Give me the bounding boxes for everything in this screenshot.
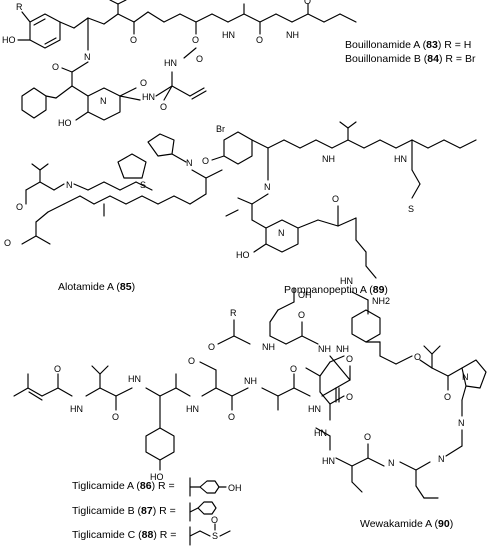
ho-label-pp: HO (236, 250, 250, 260)
o-label-tg1: O (54, 364, 61, 374)
o-label-pp1: O (202, 156, 209, 166)
r-label: R (16, 2, 23, 12)
o-label-ww2: O (444, 392, 451, 402)
pompanopeptin-structure: Br O NH HN S N N HO (202, 121, 477, 315)
o-label-ww4: O (346, 392, 353, 402)
nh-label-tg7: NH (262, 342, 275, 352)
o-label-tg7: O (298, 310, 305, 320)
hn-label-tg3: HN (186, 404, 199, 414)
nh-label-2: HN (142, 92, 155, 102)
r-label-tg: R (230, 308, 237, 318)
hn-label-pp2: HN (340, 276, 353, 286)
bouillonamide-structure: R HO O O O O HN NH (2, 0, 357, 128)
ho-label: HO (2, 35, 16, 45)
o-label-7: O (160, 102, 167, 112)
o-label-tg3: O (188, 356, 195, 366)
s-label-pp: S (408, 204, 414, 214)
o-label-rc: O (211, 515, 218, 525)
n-label-1: N (84, 52, 91, 62)
hn-label-pp: HN (394, 154, 407, 164)
n-label-ww3: N (438, 454, 445, 464)
oh-label-ra: OH (228, 483, 242, 493)
o-label-ww1: O (414, 352, 421, 362)
s-label-al: S (140, 180, 146, 190)
hn-label-2: HN (164, 58, 177, 68)
o-label-2: O (192, 35, 199, 45)
tiglicamide-structure: O HN O HN HO HN O O NH O (13, 287, 353, 482)
alotamide-caption: Alotamide A (85) (58, 281, 135, 293)
o-label-3: O (256, 35, 263, 45)
n-label-ww2: N (458, 418, 465, 428)
o-label-5: O (52, 62, 59, 72)
hn-label-1: HN (222, 30, 235, 40)
nh2-label: NH2 (372, 296, 390, 306)
tiglicamide-a-caption: Tiglicamide A (86) R = (72, 480, 175, 492)
o-label-ww3: O (364, 432, 371, 442)
tiglicamide-c-caption: Tiglicamide C (88) R = (72, 529, 176, 541)
o-label-pp2: O (332, 194, 339, 204)
n-label-al2: N (186, 158, 193, 168)
o-label-al1: O (16, 202, 23, 212)
bouillonamide-b-caption: Bouillonamide B (84) R = Br (345, 53, 476, 65)
nh-label-tg1: HN (70, 404, 83, 414)
n-label-ww1: N (462, 372, 469, 382)
n-label-pp1: N (264, 182, 271, 192)
n-label-2: N (100, 96, 107, 106)
nh-label-1: NH (286, 30, 299, 40)
hn-label-ww: HN (322, 456, 335, 466)
n-label-ww4: N (388, 458, 395, 468)
nh-label-tg4: NH (244, 376, 257, 386)
o-label-tg4: O (228, 412, 235, 422)
nh-label-pp: NH (322, 154, 335, 164)
ho-label-2: HO (58, 118, 72, 128)
o-label-tg6: O (346, 354, 353, 364)
hn-label-tg2: HN (128, 374, 141, 384)
nh-label-tg6: NH (318, 344, 331, 354)
o-label-tg2: O (112, 412, 119, 422)
o-label-al2: O (4, 238, 11, 248)
nh-label-ww3: NH (336, 344, 349, 354)
wewakamide-caption: Wewakamide A (90) (360, 518, 453, 530)
n-label-al1: N (66, 180, 73, 190)
br-label: Br (216, 124, 225, 134)
s-label-rc: S (212, 531, 218, 541)
o-label-1: O (130, 35, 137, 45)
tiglicamide-r-groups: Tiglicamide A (86) R = OH Tiglicamide B … (72, 477, 242, 546)
o-label-8: O (196, 54, 203, 64)
o-label-tg5: O (290, 364, 297, 374)
ho-label-tg: HO (150, 472, 164, 482)
nh-label-tg5: HN (308, 404, 321, 414)
hn-label-ww2: HN (314, 428, 327, 438)
wewakamide-structure: O O N N N N O HN HN O (305, 309, 487, 499)
oh-label-tg: OH (298, 290, 312, 300)
alotamide-structure: O N S N O (4, 133, 223, 248)
bouillonamide-a-caption: Bouillonamide A (83) R = H (345, 39, 471, 51)
pompanopeptin-caption: Pompanopeptin A (89) (284, 284, 388, 296)
tiglicamide-b-caption: Tiglicamide B (87) R = (72, 505, 176, 517)
o-label-6: O (140, 78, 147, 88)
o-label-4: O (304, 0, 311, 6)
o-label-tg8: O (208, 342, 215, 352)
n-label-pp2: N (278, 228, 285, 238)
